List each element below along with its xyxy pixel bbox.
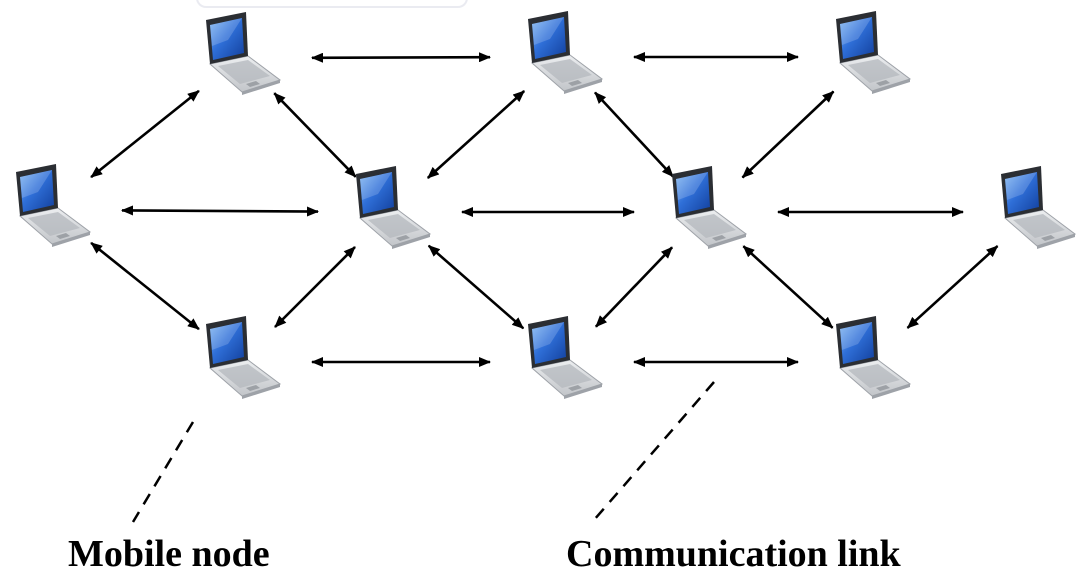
link-arrow [906, 245, 999, 329]
laptop-icon [672, 166, 748, 249]
laptop-icon [356, 166, 432, 249]
mobile-nodes [16, 11, 1076, 399]
link-arrow [90, 89, 200, 179]
laptop-icon [836, 316, 912, 399]
mobile-node-pointer [131, 421, 195, 523]
link-arrow [273, 92, 357, 178]
laptop-icon [836, 11, 912, 94]
laptop-icon [528, 316, 604, 399]
link-arrow [741, 90, 835, 179]
laptop-icon [206, 12, 282, 95]
communication-link-pointer [593, 381, 715, 521]
link-arrow [121, 205, 319, 217]
link-arrow [594, 91, 674, 178]
laptop-icon [16, 164, 92, 247]
label-pointers [131, 381, 715, 523]
laptop-icon [528, 11, 604, 94]
link-arrow [742, 245, 834, 329]
laptop-icon [1001, 166, 1076, 249]
link-arrow [274, 246, 356, 328]
communication-links [90, 52, 999, 367]
link-arrow [427, 244, 525, 330]
communication-link-label: Communication link [566, 533, 901, 575]
link-arrow [90, 241, 200, 331]
link-arrow [426, 90, 526, 179]
link-arrow [594, 246, 674, 328]
laptop-icon [206, 316, 282, 399]
link-arrow [311, 52, 491, 63]
mobile-node-label: Mobile node [68, 533, 270, 575]
